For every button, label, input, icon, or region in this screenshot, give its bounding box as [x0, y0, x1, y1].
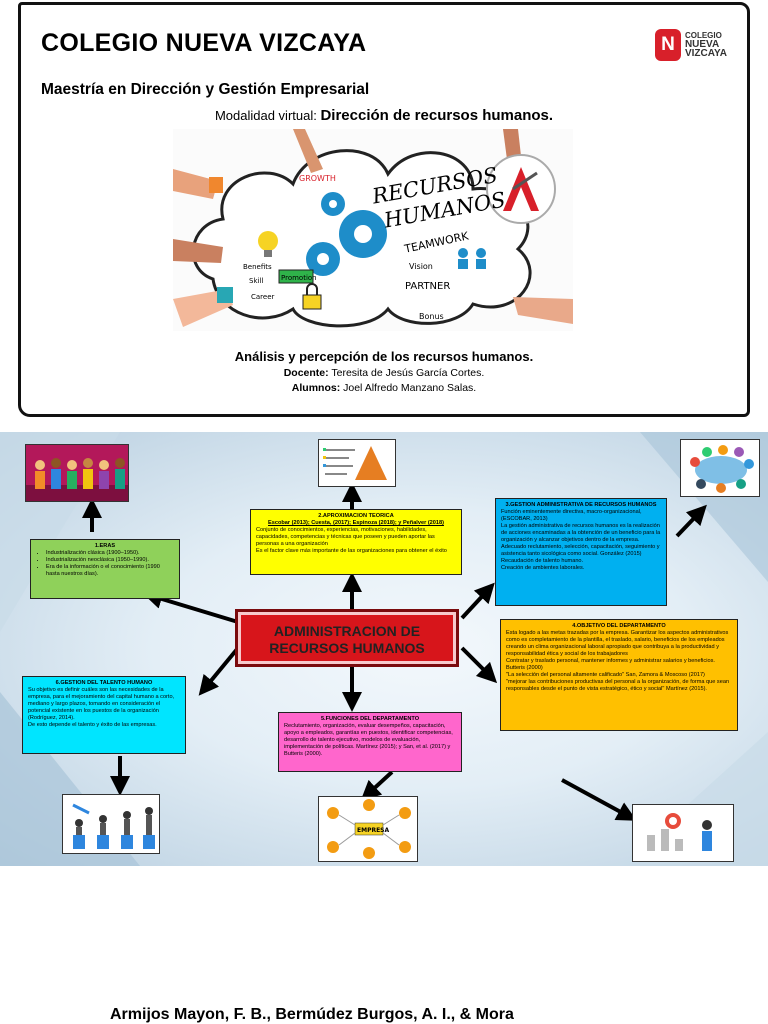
modality-label: Modalidad virtual: — [214, 108, 317, 123]
node-objetivo-title: 4.OBJETIVO DEL DEPARTAMENTO — [572, 623, 666, 629]
thumb-people-group — [25, 444, 129, 502]
hero-word-skill: Skill — [249, 277, 263, 285]
cover-card: COLEGIO NUEVA VIZCAYA Maestría en Direcc… — [18, 2, 750, 417]
target-chart-icon — [647, 813, 712, 851]
meeting-table-icon — [690, 445, 754, 493]
eras-item: Industrialización neoclásica (1950–1990)… — [46, 557, 174, 564]
node-talento: 6.GESTION DEL TALENTO HUMANO Su objetivo… — [22, 676, 186, 754]
logo-line-2: NUEVA — [684, 39, 720, 50]
thumb-growing-people — [62, 794, 160, 854]
people-group-icon — [26, 458, 128, 501]
node-aproximacion-authors: Escobar (2013); Cuesta, (2017); Espinoza… — [268, 520, 444, 526]
thumb-company-diagram: EMPRESA — [318, 796, 418, 862]
company-diagram-icon: EMPRESA — [327, 799, 411, 859]
node-objetivo-body: Esta logado a las metas trazadas por la … — [506, 630, 730, 692]
teacher-line: Docente: Teresita de Jesús García Cortes… — [21, 367, 747, 379]
logo-line-1: COLEGIO — [684, 31, 722, 40]
node-funciones-title: 5.FUNCIONES DEL DEPARTAMENTO — [320, 716, 420, 722]
authors-citation: Armijos Mayon, F. B., Bermúdez Burgos, A… — [110, 1006, 514, 1023]
company-diagram-label: EMPRESA — [357, 827, 390, 834]
node-aproximacion: 2.APROXIMACION TEORICA Escobar (2013); C… — [250, 509, 462, 575]
node-eras-title: 1.ERAS — [94, 543, 116, 549]
thumb-meeting — [680, 439, 760, 497]
hand-right-bottom — [513, 297, 573, 324]
thumb-diagram — [318, 439, 396, 487]
program-title: Maestría en Dirección y Gestión Empresar… — [41, 81, 370, 98]
hero-svg: RECURSOS HUMANOS GROWTH Benefits Skill P… — [173, 129, 573, 328]
brand-ring-icon — [486, 154, 556, 224]
hero-word-benefits: Benefits — [243, 263, 272, 271]
node-funciones: 5.FUNCIONES DEL DEPARTAMENTO Reclutamien… — [278, 712, 462, 772]
hand-left-top — [173, 169, 218, 199]
sleeve-orange — [209, 177, 223, 193]
hero-word-promotion: Promotion — [281, 274, 317, 282]
node-talento-title: 6.GESTION DEL TALENTO HUMANO — [55, 680, 153, 686]
hand-top — [293, 129, 323, 173]
students-name: Joel Alfredo Manzano Salas. — [343, 382, 477, 394]
modality-line: Modalidad virtual: Dirección de recursos… — [21, 107, 747, 124]
school-logo: N COLEGIO NUEVA VIZCAYA — [654, 29, 727, 61]
node-gestion-administrativa: 3.GESTION ADMINISTRATIVA DE RECURSOS HUM… — [495, 498, 667, 606]
node-aproximacion-body: Conjunto de conocimientos, experiencias,… — [256, 527, 447, 554]
node-gestion-administrativa-title: 3.GESTION ADMINISTRATIVA DE RECURSOS HUM… — [505, 502, 657, 508]
teacher-name: Teresita de Jesús García Cortes. — [331, 367, 485, 379]
work-title: Análisis y percepción de los recursos hu… — [234, 349, 534, 364]
node-objetivo: 4.OBJETIVO DEL DEPARTAMENTO Esta logado … — [500, 619, 738, 731]
central-node: ADMINISTRACION DE RECURSOS HUMANOS — [238, 612, 456, 664]
pyramid-diagram-icon — [323, 446, 387, 480]
hero-word-bonus: Bonus — [419, 312, 444, 321]
hand-left-mid — [173, 239, 223, 263]
lock-icon — [302, 294, 322, 310]
eras-item: Era de la información o el conocimiento … — [46, 564, 174, 578]
mind-map: ADMINISTRACION DE RECURSOS HUMANOS 1.ERA… — [0, 432, 768, 866]
growing-people-icon — [72, 803, 155, 849]
hero-word-career: Career — [251, 293, 275, 301]
sleeve-teal — [217, 287, 233, 303]
school-title: COLEGIO NUEVA VIZCAYA — [41, 29, 367, 57]
students-label: Alumnos: — [291, 382, 341, 394]
node-aproximacion-title: 2.APROXIMACION TEORICA — [318, 513, 394, 519]
logo-mark-icon: N — [654, 29, 681, 61]
node-funciones-body: Reclutamiento, organización, evaluar des… — [284, 723, 453, 757]
node-eras: 1.ERAS Industrialización clásica (1900–1… — [30, 539, 180, 599]
thumb-target — [632, 804, 734, 862]
people-icon — [458, 248, 486, 269]
hero-word-partner: PARTNER — [405, 281, 450, 292]
modality-course: Dirección de recursos humanos. — [320, 107, 554, 124]
students-line: Alumnos: Joel Alfredo Manzano Salas. — [21, 382, 747, 394]
node-eras-list: Industrialización clásica (1900–1950). I… — [46, 550, 174, 578]
eras-item: Industrialización clásica (1900–1950). — [46, 550, 174, 557]
lightbulb-icon — [258, 231, 278, 251]
logo-text: COLEGIO NUEVA VIZCAYA — [684, 31, 727, 59]
node-talento-body: Su objetivo es definir cuáles son las ne… — [28, 687, 175, 728]
hero-word-growth: GROWTH — [299, 174, 336, 183]
logo-line-3: VIZCAYA — [684, 48, 727, 59]
teacher-label: Docente: — [283, 367, 329, 379]
hero-word-vision: Vision — [409, 262, 433, 271]
node-gestion-administrativa-body: Función eminentemente directiva, macro-o… — [501, 509, 661, 571]
hero-illustration: RECURSOS HUMANOS GROWTH Benefits Skill P… — [173, 129, 573, 331]
